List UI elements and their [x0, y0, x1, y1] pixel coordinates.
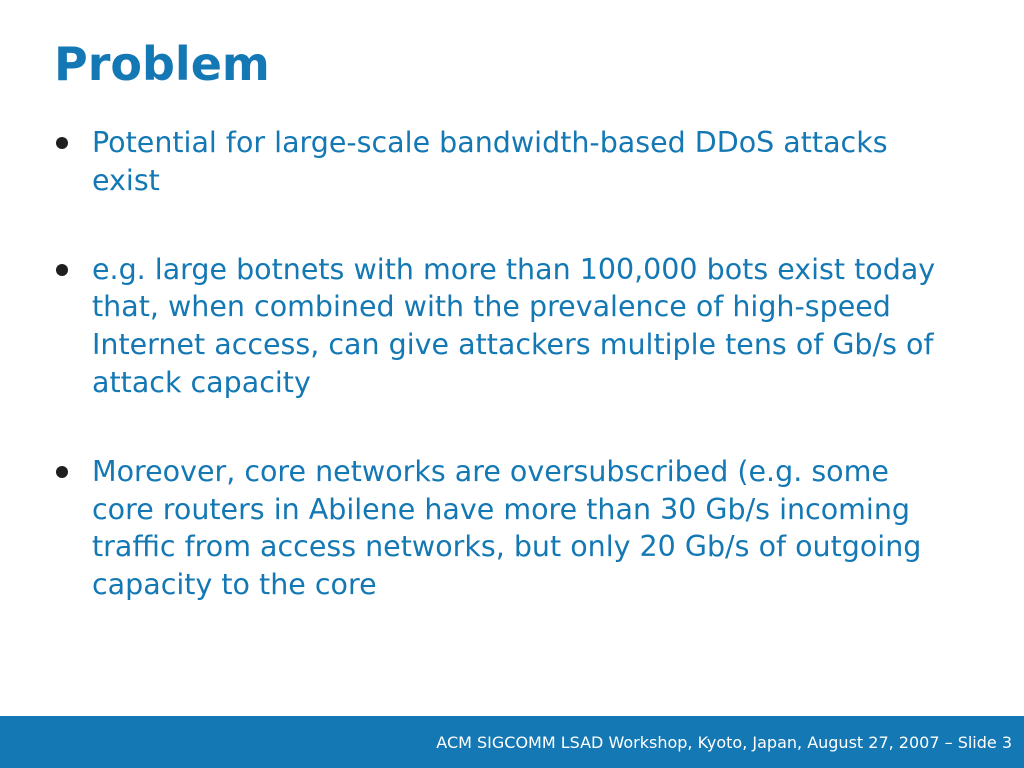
- bullet-marker-icon: [56, 137, 68, 149]
- bullet-text: Potential for large-scale bandwidth-base…: [92, 126, 888, 197]
- bullet-item: Potential for large-scale bandwidth-base…: [54, 124, 954, 200]
- bullet-list: Potential for large-scale bandwidth-base…: [54, 124, 954, 604]
- slide-title: Problem: [54, 37, 270, 91]
- bullet-marker-icon: [56, 465, 68, 478]
- bullet-text: e.g. large botnets with more than 100,00…: [92, 252, 936, 399]
- footer-bar: ACM SIGCOMM LSAD Workshop, Kyoto, Japan,…: [0, 716, 1024, 768]
- bullet-item: Moreover, core networks are oversubscrib…: [54, 453, 954, 604]
- bullet-text: Moreover, core networks are oversubscrib…: [92, 454, 922, 602]
- footer-text: ACM SIGCOMM LSAD Workshop, Kyoto, Japan,…: [436, 733, 1012, 752]
- bullet-item: e.g. large botnets with more than 100,00…: [54, 251, 954, 402]
- bullet-marker-icon: [56, 263, 68, 276]
